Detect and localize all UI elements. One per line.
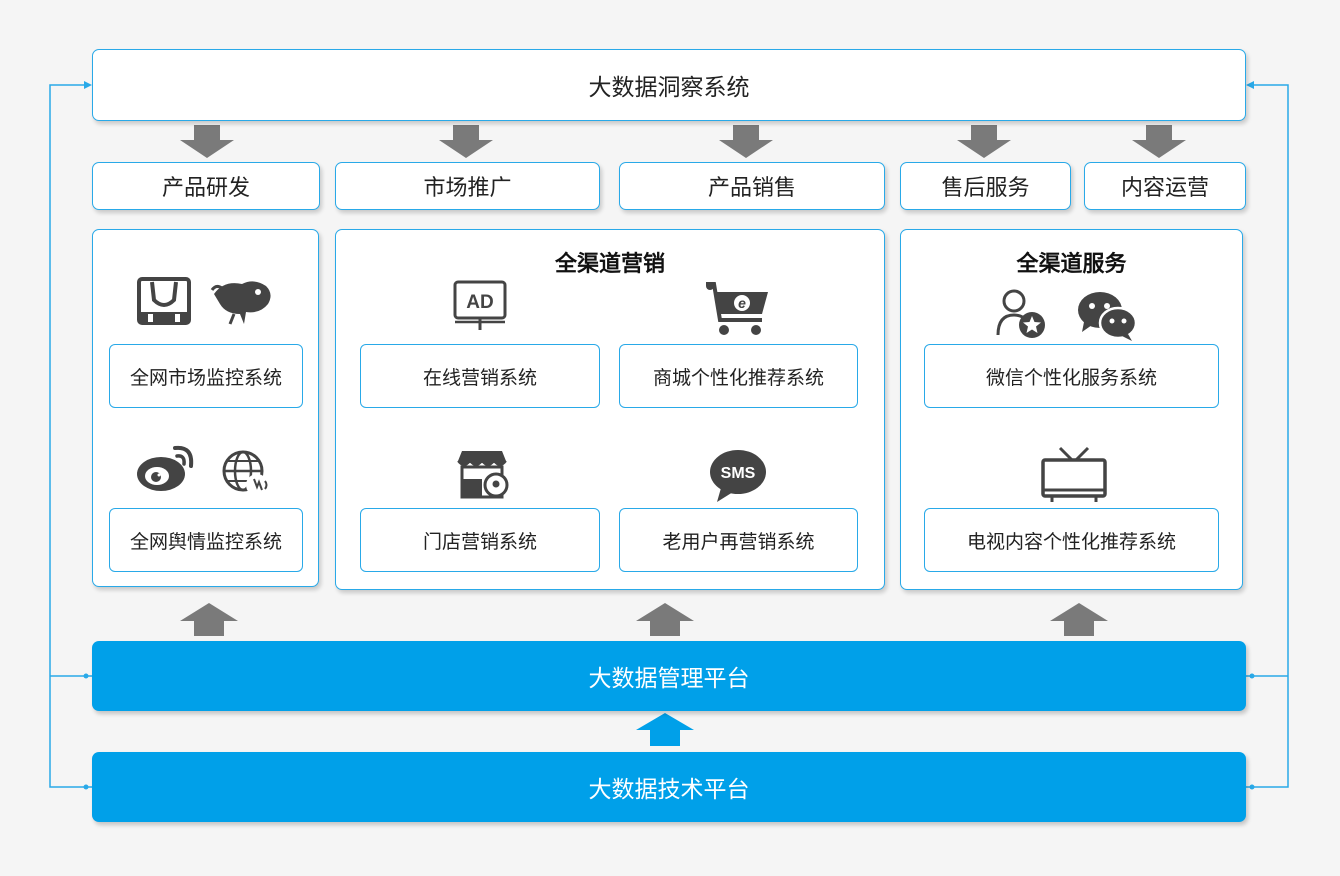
tab-label: 产品研发: [161, 176, 250, 201]
wechat-icon: [1076, 290, 1138, 342]
tab-label: 售后服务: [941, 176, 1030, 201]
up-arrows: [180, 603, 1108, 636]
left-feedback-arrowhead: [84, 81, 92, 89]
mall-recommend-system: 商城个性化推荐系统: [619, 344, 858, 408]
globe-icon: [221, 449, 271, 497]
right-feedback-arrowhead: [1246, 81, 1254, 89]
management-platform-label: 大数据管理平台: [588, 666, 750, 692]
tab-sales: 产品销售: [619, 162, 885, 210]
tab-label: 市场推广: [423, 176, 512, 201]
tab-marketing: 市场推广: [335, 162, 600, 210]
e-cart-icon: e: [704, 280, 772, 338]
up-arrow-2: [636, 603, 694, 636]
left-panel: 全网市场监控系统 全网舆情监控系统: [92, 229, 319, 587]
left-feedback-line: [49, 84, 92, 788]
sms-icon-text: SMS: [721, 465, 756, 482]
online-marketing-label: 在线营销系统: [422, 366, 537, 389]
down-arrow-4: [957, 125, 1011, 158]
dog-mascot-icon: [210, 274, 276, 326]
tab-label: 内容运营: [1120, 176, 1209, 201]
ad-screen-icon: AD: [453, 280, 507, 334]
up-arrow-1: [180, 603, 238, 636]
tab-after-sales: 售后服务: [900, 162, 1071, 210]
panel-title-marketing: 全渠道营销: [554, 252, 665, 277]
technology-platform-label: 大数据技术平台: [588, 777, 750, 803]
market-monitor-system: 全网市场监控系统: [109, 344, 303, 408]
store-marketing-label: 门店营销系统: [422, 530, 537, 553]
tab-content-ops: 内容运营: [1084, 162, 1246, 210]
tv-icon: [1040, 446, 1108, 504]
management-platform-bar: 大数据管理平台: [92, 641, 1246, 711]
wechat-service-label: 微信个性化服务系统: [985, 366, 1157, 389]
market-monitor-label: 全网市场监控系统: [129, 366, 282, 389]
down-arrow-5: [1132, 125, 1186, 158]
weibo-icon: [135, 442, 197, 494]
user-star-icon: [996, 287, 1048, 339]
online-marketing-system: 在线营销系统: [360, 344, 600, 408]
remarketing-label: 老用户再营销系统: [662, 530, 815, 553]
remarketing-system: 老用户再营销系统: [619, 508, 858, 572]
insight-system-label: 大数据洞察系统: [588, 75, 750, 101]
down-arrow-2: [439, 125, 493, 158]
up-arrow-3: [1050, 603, 1108, 636]
technology-platform-bar: 大数据技术平台: [92, 752, 1246, 822]
down-arrows: [180, 125, 1186, 158]
shopping-bag-icon: [136, 274, 192, 326]
panel-title-service: 全渠道服务: [1016, 252, 1127, 277]
tv-recommend-label: 电视内容个性化推荐系统: [966, 530, 1176, 553]
wechat-service-system: 微信个性化服务系统: [924, 344, 1219, 408]
platform-up-arrow: [636, 713, 694, 746]
opinion-monitor-label: 全网舆情监控系统: [129, 530, 282, 553]
store-marketing-system: 门店营销系统: [360, 508, 600, 572]
down-arrow-1: [180, 125, 234, 158]
svg-text:e: e: [738, 295, 746, 311]
tab-product-rd: 产品研发: [92, 162, 320, 210]
store-location-icon: [454, 449, 512, 501]
right-feedback-line: [1246, 84, 1289, 788]
sms-bubble-icon: SMS: [709, 448, 767, 502]
insight-system-bar: 大数据洞察系统: [92, 49, 1246, 121]
omnichannel-marketing-panel: 全渠道营销 AD e 在线营销系统 商城个性化推荐系统: [335, 229, 885, 590]
down-arrow-3: [719, 125, 773, 158]
tab-label: 产品销售: [707, 176, 796, 201]
mall-recommend-label: 商城个性化推荐系统: [652, 366, 824, 389]
ad-icon-text: AD: [466, 292, 493, 313]
tv-recommend-system: 电视内容个性化推荐系统: [924, 508, 1219, 572]
opinion-monitor-system: 全网舆情监控系统: [109, 508, 303, 572]
omnichannel-service-panel: 全渠道服务 微信个性化服务系统: [900, 229, 1243, 590]
